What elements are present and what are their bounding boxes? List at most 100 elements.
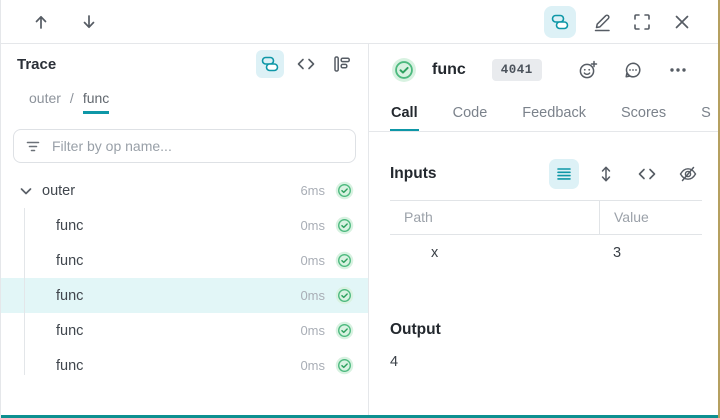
main-split: Trace outer / func — [1, 44, 720, 415]
table-row: x 3 — [390, 235, 702, 271]
output-value: 4 — [390, 354, 399, 370]
window-right-edge — [718, 0, 720, 418]
call-tabs: Call Code Feedback Scores S — [369, 96, 720, 132]
flame-graph-icon — [334, 56, 350, 72]
tree-row-func[interactable]: func 0ms — [1, 208, 368, 243]
op-duration: 0ms — [300, 253, 325, 268]
op-name: outer — [42, 182, 76, 199]
output-heading: Output — [390, 321, 441, 338]
input-value-cell: 3 — [613, 245, 622, 261]
op-name: func — [56, 252, 84, 269]
inputs-header: Inputs — [390, 159, 702, 189]
inputs-table-header: Path Value — [390, 201, 702, 235]
breadcrumb: outer / func — [1, 84, 368, 120]
more-options-button[interactable] — [664, 56, 692, 84]
trace-view-switcher — [256, 50, 356, 78]
output-section: Output 4 — [390, 321, 702, 370]
code-icon — [638, 168, 656, 180]
trace-panel-title: Trace — [17, 55, 57, 73]
column-header-path: Path — [404, 209, 433, 225]
op-filter-input[interactable] — [52, 138, 345, 154]
tab-scores[interactable]: Scores — [620, 104, 667, 121]
success-check-icon — [335, 181, 354, 200]
breadcrumb-separator: / — [69, 90, 74, 106]
op-duration: 0ms — [300, 218, 325, 233]
tree-children: func 0ms func 0ms func 0ms func 0ms — [1, 208, 368, 383]
tree-row-func[interactable]: func 0ms — [1, 243, 368, 278]
op-duration: 0ms — [300, 358, 325, 373]
op-duration: 0ms — [300, 323, 325, 338]
tree-row-func[interactable]: func 0ms — [1, 313, 368, 348]
arrow-up-icon — [35, 15, 47, 29]
tree-row-func-selected[interactable]: func 0ms — [1, 278, 368, 313]
flame-view-button[interactable] — [328, 50, 356, 78]
op-duration: 0ms — [300, 288, 325, 303]
inputs-view-switcher — [549, 159, 702, 189]
hide-values-button[interactable] — [674, 160, 702, 188]
success-check-icon — [335, 321, 354, 340]
trace-tree: outer 6ms func 0ms func 0ms func 0ms — [1, 173, 368, 415]
call-detail-panel: func 4041 Call Code Feedback Scores S — [369, 44, 720, 415]
inputs-table: Path Value x 3 — [390, 200, 702, 271]
trace-tree-icon — [261, 56, 279, 72]
comment-icon — [625, 62, 641, 78]
expand-vertical-button[interactable] — [592, 160, 620, 188]
edit-button[interactable] — [588, 8, 616, 36]
op-name: func — [56, 322, 84, 339]
tab-feedback[interactable]: Feedback — [522, 104, 586, 121]
tab-summary-clipped[interactable]: S — [701, 104, 711, 121]
bottom-accent-bar — [1, 415, 720, 418]
list-view-icon — [557, 168, 571, 180]
list-view-button[interactable] — [549, 159, 579, 189]
op-name: func — [56, 357, 84, 374]
op-duration: 6ms — [300, 183, 325, 198]
add-reaction-icon — [579, 60, 598, 79]
nav-down-button[interactable] — [75, 8, 103, 36]
chevron-down-icon[interactable] — [17, 182, 35, 200]
eye-off-icon — [679, 166, 697, 182]
header-actions — [544, 5, 696, 38]
arrow-down-icon — [83, 14, 95, 28]
tree-row-func[interactable]: func 0ms — [1, 348, 368, 383]
trace-panel: Trace outer / func — [1, 44, 369, 415]
code-view-button[interactable] — [292, 50, 320, 78]
op-name: func — [56, 217, 84, 234]
tree-row-outer[interactable]: outer 6ms — [1, 173, 368, 208]
edit-pencil-icon — [594, 13, 610, 31]
tab-call[interactable]: Call — [390, 96, 419, 131]
inputs-heading: Inputs — [390, 165, 437, 182]
tab-code[interactable]: Code — [452, 104, 488, 121]
breadcrumb-current[interactable]: func — [82, 90, 110, 114]
expand-vertical-icon — [601, 166, 611, 182]
more-options-icon — [670, 68, 686, 72]
breadcrumb-parent[interactable]: outer — [29, 90, 61, 106]
success-check-icon — [335, 251, 354, 270]
comment-button[interactable] — [619, 56, 647, 84]
close-icon — [675, 15, 689, 28]
success-check-icon — [335, 216, 354, 235]
input-path-cell: x — [431, 245, 439, 261]
column-header-value: Value — [599, 201, 702, 234]
fullscreen-button[interactable] — [628, 8, 656, 36]
fullscreen-icon — [634, 13, 650, 30]
success-check-icon — [391, 57, 417, 83]
add-reaction-button[interactable] — [574, 56, 602, 84]
trace-nav-arrows — [27, 8, 103, 36]
code-icon — [297, 58, 315, 70]
call-actions — [574, 56, 692, 84]
call-tab-content: Inputs P — [369, 159, 720, 370]
call-title: func — [432, 61, 466, 78]
call-id-badge[interactable]: 4041 — [491, 59, 542, 81]
tree-view-button[interactable] — [256, 50, 284, 78]
success-check-icon — [335, 356, 354, 375]
call-header: func 4041 — [369, 44, 720, 96]
success-check-icon — [335, 286, 354, 305]
nav-up-button[interactable] — [27, 8, 55, 36]
trace-tree-icon — [551, 14, 569, 29]
top-toolbar — [1, 0, 720, 44]
op-filter-box[interactable] — [13, 129, 356, 163]
trace-view-toggle-button[interactable] — [544, 5, 576, 38]
close-button[interactable] — [668, 8, 696, 36]
code-view-button[interactable] — [633, 160, 661, 188]
filter-icon — [26, 141, 40, 152]
